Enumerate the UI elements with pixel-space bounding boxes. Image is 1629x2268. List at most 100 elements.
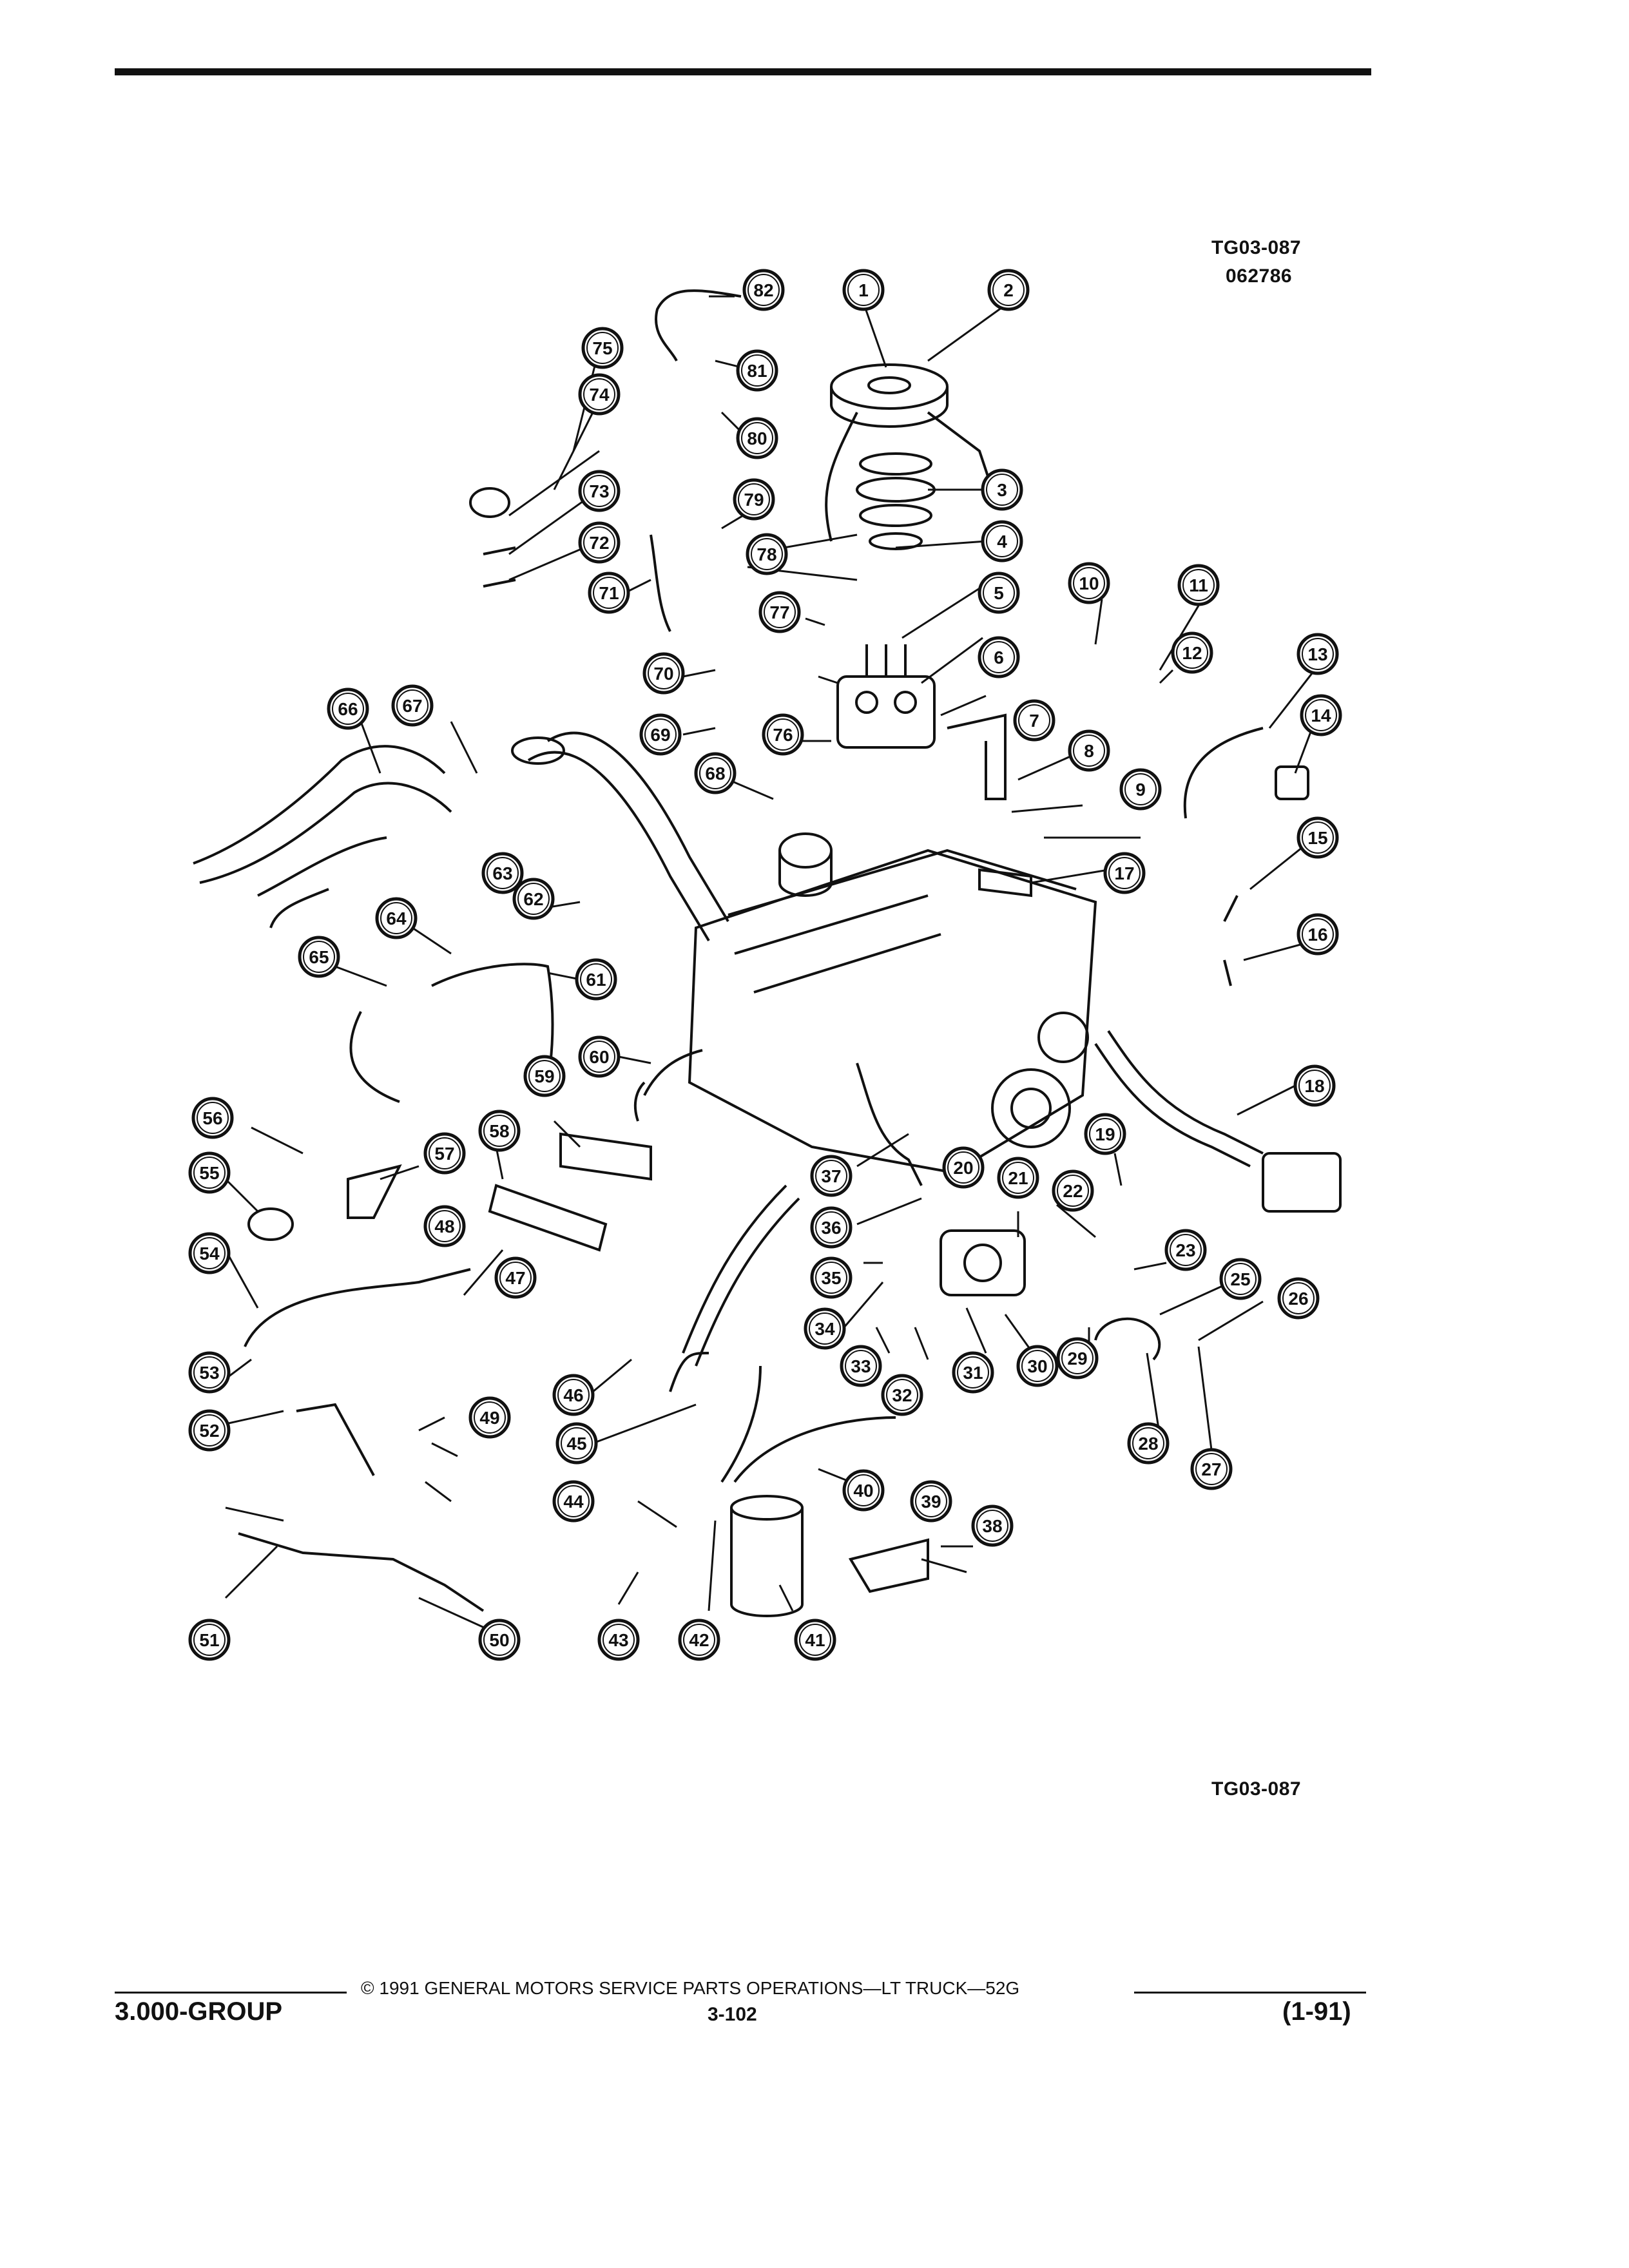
callout-37: 37 <box>810 1155 853 1197</box>
callout-inner-ring <box>1176 637 1208 669</box>
callout-inner-ring <box>699 757 731 789</box>
callout-number: 15 <box>1307 828 1327 848</box>
callout-3: 3 <box>981 468 1023 511</box>
callout-number: 39 <box>921 1492 941 1512</box>
callout-31: 31 <box>952 1351 994 1394</box>
callout-inner-ring <box>886 1379 918 1411</box>
callout-inner-ring <box>528 1060 561 1092</box>
callout-number: 50 <box>489 1630 509 1650</box>
callout-9: 9 <box>1119 768 1162 811</box>
callout-inner-ring <box>557 1379 590 1411</box>
callout-inner-ring <box>799 1624 831 1656</box>
callout-number: 74 <box>589 385 610 405</box>
callout-25: 25 <box>1219 1258 1262 1300</box>
callout-number: 28 <box>1138 1434 1158 1454</box>
callout-65: 65 <box>298 936 340 978</box>
callout-inner-ring <box>193 1414 226 1446</box>
callout-inner-ring <box>1089 1118 1121 1150</box>
callout-inner-ring <box>815 1262 847 1294</box>
callout-inner-ring <box>815 1211 847 1244</box>
callout-inner-ring <box>583 1041 615 1073</box>
callout-38: 38 <box>971 1504 1014 1547</box>
callout-number: 43 <box>608 1630 628 1650</box>
callout-inner-ring <box>1170 1234 1202 1266</box>
callout-1: 1 <box>842 269 885 311</box>
callout-number: 67 <box>402 696 422 716</box>
callout-number: 80 <box>747 428 767 448</box>
callout-inner-ring <box>764 596 796 628</box>
callout-number: 52 <box>199 1421 219 1441</box>
callout-number: 12 <box>1182 643 1202 663</box>
callout-number: 71 <box>599 583 619 603</box>
callout-number: 33 <box>851 1356 871 1376</box>
callout-12: 12 <box>1171 631 1213 674</box>
callout-number: 57 <box>434 1144 454 1164</box>
callout-inner-ring <box>683 1624 715 1656</box>
callout-63: 63 <box>481 852 524 894</box>
callout-49: 49 <box>468 1396 511 1439</box>
callout-number: 75 <box>592 338 612 358</box>
callout-46: 46 <box>552 1374 595 1416</box>
callout-number: 58 <box>489 1121 509 1141</box>
callout-inner-ring <box>1108 857 1141 889</box>
callout-inner-ring <box>193 1624 226 1656</box>
callout-inner-ring <box>1021 1350 1054 1382</box>
callout-inner-ring <box>738 483 770 515</box>
callout-number: 76 <box>773 725 793 745</box>
callout-number: 77 <box>769 602 789 622</box>
callout-inner-ring <box>1057 1175 1089 1207</box>
callout-80: 80 <box>736 417 778 459</box>
callout-inner-ring <box>557 1485 590 1517</box>
callout-inner-ring <box>983 577 1015 609</box>
callout-inner-ring <box>741 422 773 454</box>
callout-inner-ring <box>1302 918 1334 950</box>
callout-inner-ring <box>1282 1282 1315 1314</box>
callout-inner-ring <box>751 538 783 570</box>
callout-number: 2 <box>1003 280 1014 300</box>
callout-inner-ring <box>561 1427 593 1459</box>
callout-number: 64 <box>386 908 407 928</box>
callout-71: 71 <box>588 572 630 614</box>
callout-76: 76 <box>762 713 804 756</box>
callout-number: 53 <box>199 1363 219 1383</box>
callout-number: 82 <box>753 280 773 300</box>
callout-19: 19 <box>1084 1113 1126 1155</box>
callout-number: 20 <box>953 1158 973 1178</box>
callout-56: 56 <box>191 1097 234 1139</box>
callout-number: 48 <box>434 1216 454 1236</box>
callout-74: 74 <box>578 373 621 416</box>
callout-75: 75 <box>581 327 624 369</box>
callout-inner-ring <box>586 332 619 364</box>
callout-inner-ring <box>1132 1427 1164 1459</box>
leader-lines <box>224 295 1316 1631</box>
callout-inner-ring <box>1224 1263 1257 1295</box>
callout-inner-ring <box>499 1262 532 1294</box>
callout-inner-ring <box>1073 567 1105 599</box>
callout-number: 73 <box>589 481 609 501</box>
callout-inner-ring <box>767 718 799 751</box>
callout-number: 70 <box>653 664 673 684</box>
page-number: 3-102 <box>708 2004 757 2025</box>
callout-22: 22 <box>1052 1169 1094 1212</box>
callout-inner-ring <box>847 1474 880 1506</box>
callout-inner-ring <box>380 902 412 934</box>
callout-8: 8 <box>1068 729 1110 772</box>
callout-inner-ring <box>648 657 680 689</box>
callout-inner-ring <box>583 526 615 559</box>
callout-inner-ring <box>992 274 1025 306</box>
callout-60: 60 <box>578 1035 621 1078</box>
callout-number: 31 <box>963 1363 983 1383</box>
callout-35: 35 <box>810 1256 853 1299</box>
callout-inner-ring <box>1018 704 1050 736</box>
group-label: 3.000-GROUP <box>115 1997 283 2026</box>
callout-number: 23 <box>1175 1240 1195 1260</box>
callout-54: 54 <box>188 1232 231 1274</box>
callout-inner-ring <box>583 475 615 507</box>
callout-29: 29 <box>1056 1337 1099 1379</box>
callout-inner-ring <box>1302 638 1334 670</box>
callout-number: 16 <box>1307 925 1327 945</box>
callout-47: 47 <box>494 1256 537 1299</box>
callout-number: 8 <box>1084 741 1094 761</box>
callout-number: 13 <box>1307 644 1327 664</box>
